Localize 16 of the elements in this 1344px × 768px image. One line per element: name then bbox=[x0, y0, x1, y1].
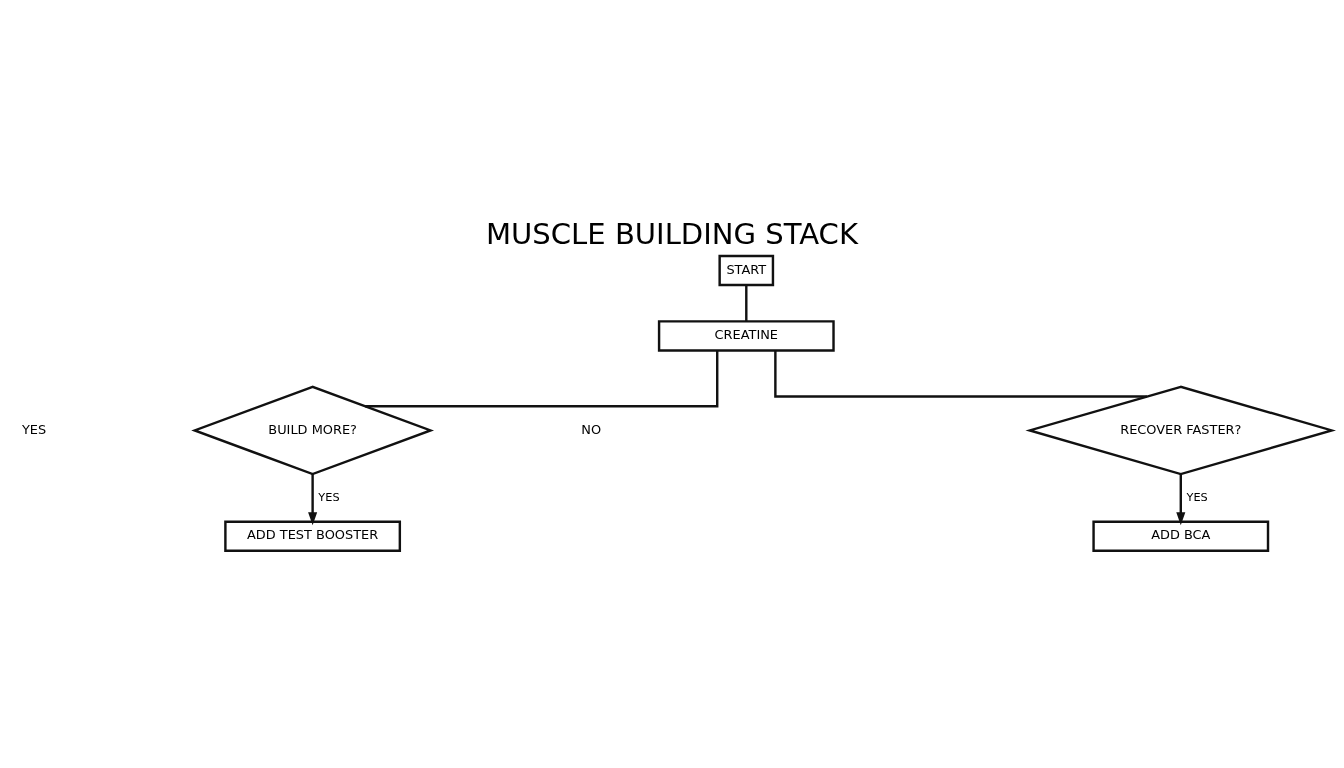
node-box: ADD TEST BOOSTER bbox=[224, 520, 402, 552]
edge-label: YES bbox=[1186, 490, 1208, 504]
connector bbox=[774, 350, 1147, 398]
node-box: CREATINE bbox=[657, 320, 835, 352]
connector bbox=[365, 350, 719, 408]
node-box: START bbox=[718, 254, 775, 287]
connector bbox=[745, 285, 748, 322]
node-box: ADD BCA bbox=[1092, 520, 1270, 552]
node-diamond: RECOVER FASTER? bbox=[1025, 385, 1336, 476]
label: YES bbox=[21, 421, 47, 437]
arrow bbox=[308, 474, 318, 526]
arrow bbox=[1176, 474, 1186, 526]
diagram-title: MUSCLE BUILDING STACK bbox=[486, 216, 858, 251]
edge-label: YES bbox=[318, 490, 340, 504]
label: NO bbox=[581, 421, 602, 437]
node-diamond: BUILD MORE? bbox=[191, 385, 434, 476]
